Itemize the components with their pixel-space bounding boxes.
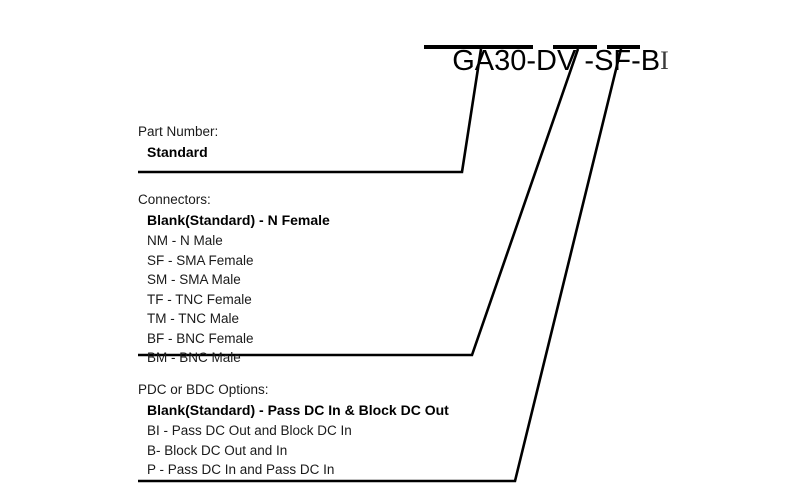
- section-heading: Part Number:: [138, 124, 219, 139]
- option-item: B- Block DC Out and In: [147, 442, 288, 458]
- code-segment-base: GA30-DV: [452, 45, 577, 77]
- code-underline-dc-option: [607, 45, 640, 49]
- section-pdc-bdc-options: PDC or BDC Options: Blank(Standard) - Pa…: [138, 380, 449, 480]
- option-item: NM - N Male: [147, 233, 223, 248]
- code-separator-1: -: [576, 45, 595, 77]
- option-item: BM - BNC Male: [147, 350, 241, 365]
- part-number-code: GA30-DV -SF-BI: [420, 10, 669, 113]
- option-item: P - Pass DC In and Pass DC In: [147, 462, 335, 477]
- section-heading: PDC or BDC Options:: [138, 382, 269, 397]
- code-separator-2: -: [631, 45, 641, 77]
- option-item: BI - Pass DC Out and Block DC In: [147, 423, 352, 438]
- section-primary-value: Blank(Standard) - Pass DC In & Block DC …: [147, 402, 449, 418]
- section-heading: Connectors:: [138, 192, 211, 207]
- section-connectors: Connectors: Blank(Standard) - N Female N…: [138, 190, 330, 368]
- option-item: SM - SMA Male: [147, 272, 241, 287]
- code-segment-connector: SF: [594, 45, 632, 77]
- option-item: TF - TNC Female: [147, 291, 252, 307]
- option-item: BF - BNC Female: [147, 330, 254, 346]
- code-underline-connector: [553, 45, 597, 49]
- option-item: TM - TNC Male: [147, 311, 240, 326]
- code-segment-dc-option: B: [640, 45, 661, 77]
- option-item: SF - SMA Female: [147, 252, 254, 268]
- section-primary-value: Blank(Standard) - N Female: [147, 212, 330, 228]
- section-primary-value: Standard: [147, 144, 208, 160]
- text-cursor-glyph: I: [660, 46, 669, 75]
- section-part-number: Part Number: Standard: [138, 122, 218, 163]
- code-underline-base: [424, 45, 533, 49]
